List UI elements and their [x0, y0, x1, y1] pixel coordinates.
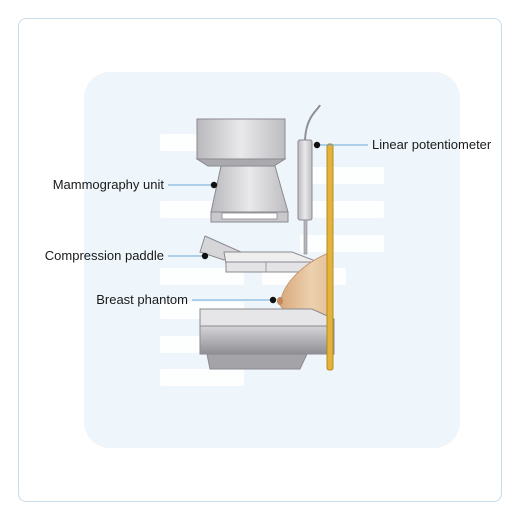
- label-mammography-unit: Mammography unit: [52, 177, 164, 192]
- callout-compression-paddle: [168, 252, 209, 260]
- label-breast-phantom: Breast phantom: [96, 292, 188, 307]
- mammography-unit: [195, 118, 289, 223]
- support-rod: [326, 143, 334, 371]
- callout-mammography-unit: [168, 181, 218, 189]
- detector-base: [199, 308, 335, 370]
- label-linear-potentiometer: Linear potentiometer: [372, 137, 492, 152]
- callout-linear-potentiometer: [313, 141, 368, 149]
- compression-paddle: [199, 235, 321, 273]
- callout-breast-phantom: [192, 296, 277, 304]
- linear-potentiometer: [297, 104, 321, 255]
- label-compression-paddle: Compression paddle: [44, 248, 164, 263]
